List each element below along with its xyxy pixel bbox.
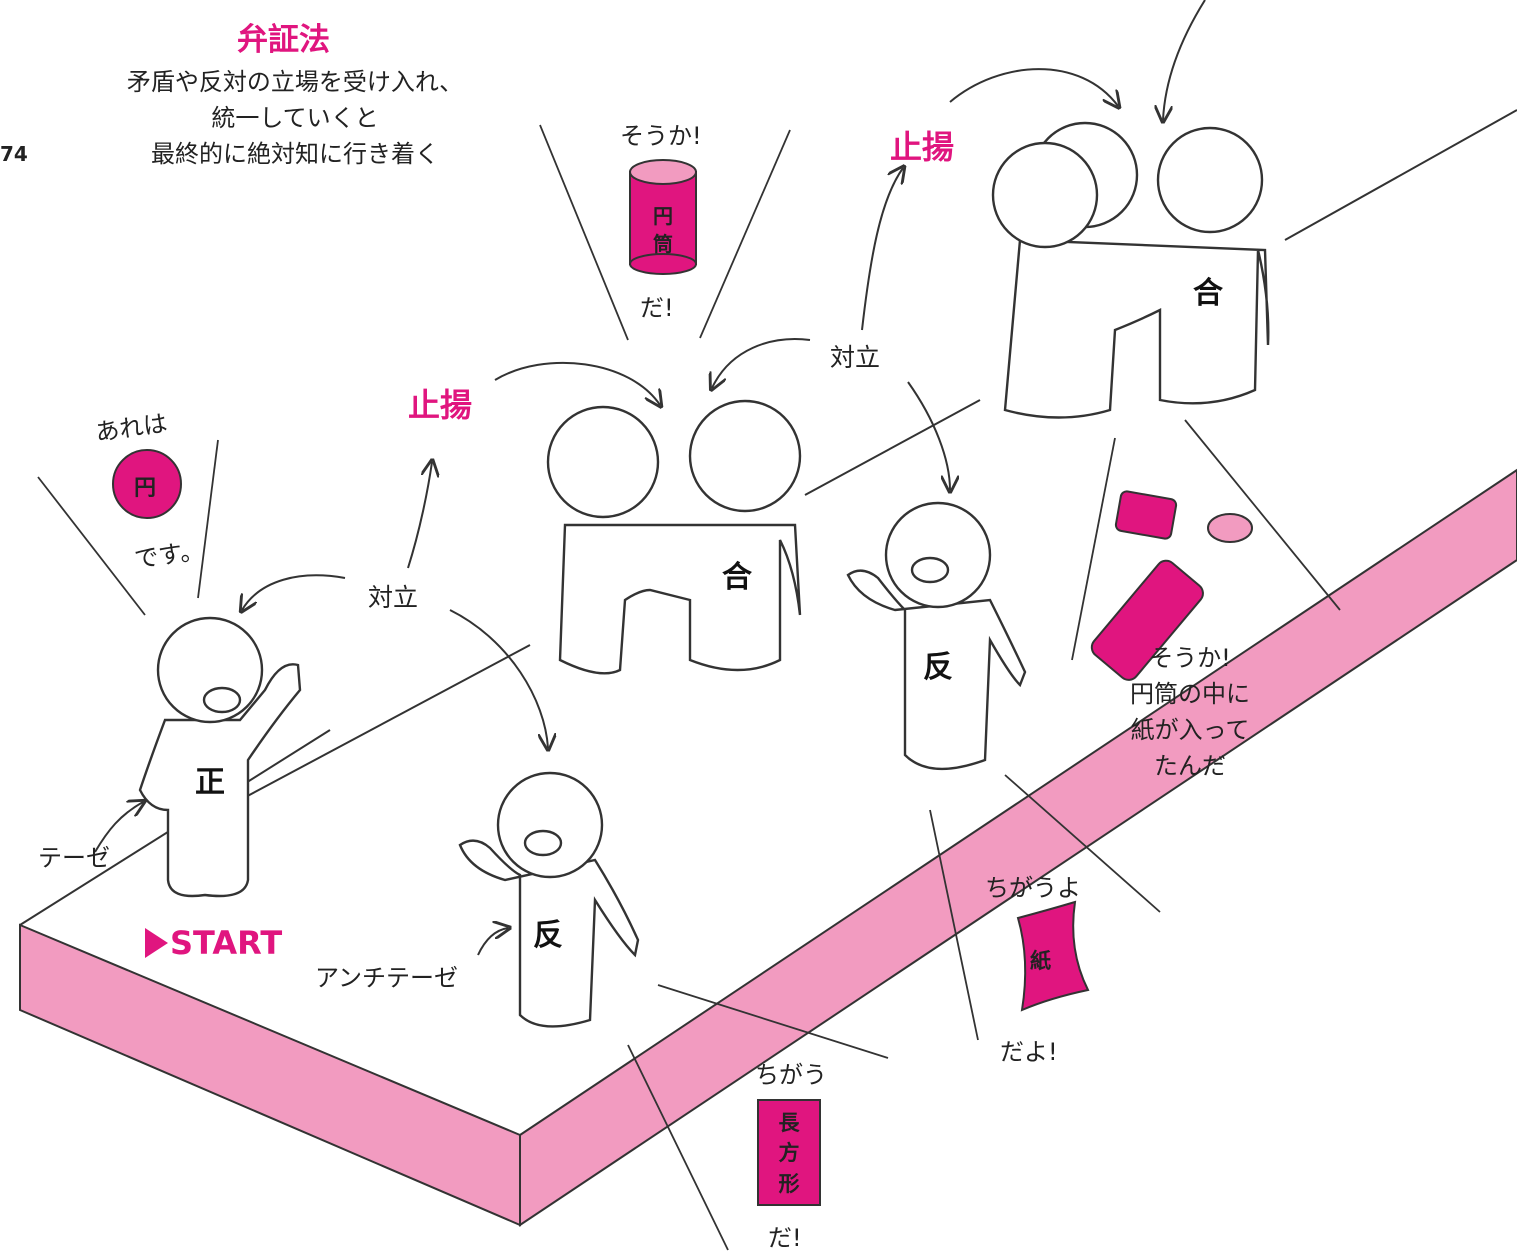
arrows bbox=[94, 0, 1206, 956]
shirt-thesis: 正 bbox=[195, 765, 225, 800]
cylinder-prop-label: 円 筒 bbox=[653, 204, 673, 256]
antithesis-label: アンチテーゼ bbox=[315, 964, 459, 992]
speech-realization: そうか! 円筒の中に 紙が入って たんだ bbox=[1130, 644, 1250, 780]
title-description: 矛盾や反対の立場を受け入れ、 統一していくと 最終的に絶対知に行き着く bbox=[126, 68, 464, 168]
prop-rectangle bbox=[757, 1099, 821, 1206]
speech-i-see: そうか! bbox=[620, 122, 702, 150]
page-title: 弁証法 bbox=[237, 22, 330, 58]
paper-prop-label: 紙 bbox=[1030, 949, 1051, 973]
prop-opened-tube bbox=[1090, 490, 1253, 681]
path-line bbox=[1284, 109, 1517, 241]
thesis-label: テーゼ bbox=[38, 844, 110, 872]
figure-thesis bbox=[138, 616, 302, 898]
rectangle-prop-label: 長 方 形 bbox=[778, 1111, 800, 1196]
speech-lines bbox=[37, 124, 1341, 1251]
figure-antithesis-2 bbox=[846, 501, 1027, 770]
start-label: START bbox=[170, 924, 283, 962]
prop-cylinder bbox=[629, 159, 697, 275]
prop-paper bbox=[1016, 900, 1090, 1012]
opposition-label-1: 対立 bbox=[368, 583, 419, 612]
start-triangle bbox=[145, 928, 168, 958]
speech-da: だ! bbox=[640, 294, 674, 322]
platform-side-face bbox=[519, 468, 1517, 1227]
circle-prop-label: 円 bbox=[134, 476, 157, 501]
shirt-synthesis-2: 合 bbox=[1193, 276, 1223, 311]
shirt-synthesis-1: 合 bbox=[722, 560, 752, 595]
path-line bbox=[804, 399, 981, 496]
shirt-antithesis-2: 反 bbox=[923, 650, 953, 685]
prop-circle bbox=[112, 449, 182, 519]
opposition-label-2: 対立 bbox=[830, 343, 881, 372]
speech-da-2: だ! bbox=[768, 1224, 802, 1252]
sublation-label-2: 止揚 bbox=[890, 128, 955, 166]
figure-synthesis-2 bbox=[991, 121, 1270, 419]
sublation-label-1: 止揚 bbox=[408, 386, 473, 424]
speech-no-2: ちがう bbox=[755, 1061, 827, 1089]
figure-synthesis-1 bbox=[546, 399, 802, 675]
speech-dayo: だよ! bbox=[1000, 1038, 1058, 1066]
speech-no-1: ちがうよ bbox=[985, 874, 1081, 902]
path-line bbox=[239, 644, 531, 801]
shirt-antithesis-1: 反 bbox=[533, 918, 563, 953]
figure-antithesis-1 bbox=[458, 771, 640, 1028]
page-number: 74 bbox=[0, 142, 28, 166]
